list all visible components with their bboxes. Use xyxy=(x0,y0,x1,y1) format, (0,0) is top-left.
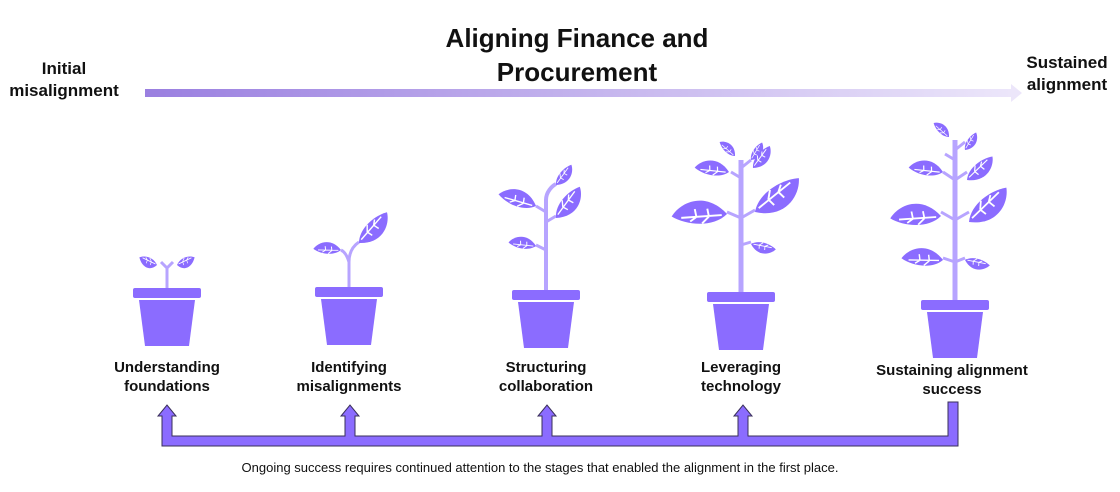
stage-5-line2: success xyxy=(922,381,981,398)
plant-mature-icon xyxy=(888,118,1017,358)
stage-1-line2: foundations xyxy=(124,378,210,395)
end-label-line2: alignment xyxy=(1027,75,1108,94)
stage-4-line1: Leveraging xyxy=(701,359,781,376)
stage-2-line1: Identifying xyxy=(311,359,387,376)
caption: Ongoing success requires continued atten… xyxy=(242,460,839,475)
title-line1: Aligning Finance and xyxy=(446,23,709,53)
stage-2-line2: misalignments xyxy=(296,378,401,395)
stage-4-line2: technology xyxy=(701,378,782,395)
plant-growing-icon xyxy=(670,137,808,350)
plant-young-icon xyxy=(497,163,591,348)
plant-sprout-icon xyxy=(312,210,397,345)
stage-5-line1: Sustaining alignment xyxy=(876,362,1028,379)
feedback-arrows xyxy=(156,401,959,447)
progress-arrow xyxy=(145,84,1022,102)
title-line2: Procurement xyxy=(497,57,658,87)
end-label-line1: Sustained xyxy=(1026,53,1107,72)
stage-3-line1: Structuring xyxy=(506,359,587,376)
stage-3-line2: collaboration xyxy=(499,378,593,395)
start-label-line2: misalignment xyxy=(9,81,119,100)
start-label-line1: Initial xyxy=(42,59,86,78)
stage-1-line1: Understanding xyxy=(114,359,220,376)
plant-seedling-icon xyxy=(133,256,201,346)
